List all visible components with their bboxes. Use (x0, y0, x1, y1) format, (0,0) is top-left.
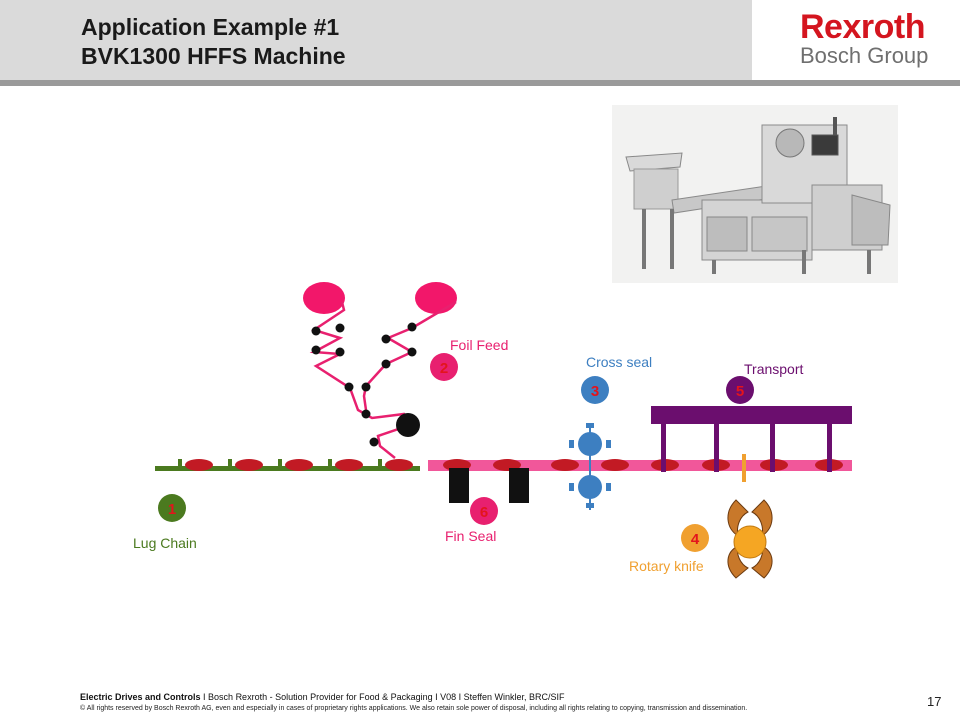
foil-feed-label: Foil Feed (450, 337, 509, 353)
transport-label: Transport (744, 361, 804, 377)
station-5-marker (726, 376, 754, 404)
page-title: Application Example #1 BVK1300 HFFS Mach… (81, 13, 346, 71)
lug-chain (155, 459, 420, 471)
footer-division: Electric Drives and Controls (80, 692, 201, 702)
footer-details: I Bosch Rexroth - Solution Provider for … (200, 692, 565, 702)
station-2-number: 2 (440, 360, 448, 377)
machine-photo (612, 105, 898, 283)
rotary-knife-label: Rotary knife (629, 558, 704, 574)
station-2-marker (430, 353, 458, 381)
page-title-line2: BVK1300 HFFS Machine (81, 43, 346, 69)
cross-seal-unit (569, 423, 611, 510)
rotary-knife (727, 454, 773, 579)
station-1-number: 1 (168, 501, 176, 518)
page-title-line1: Application Example #1 (81, 14, 340, 40)
station-3-marker (581, 376, 609, 404)
station-6-marker (470, 497, 498, 525)
foil-tube (428, 459, 852, 471)
rexroth-logo: Rexroth Bosch Group (800, 10, 940, 68)
station-1-marker (158, 494, 186, 522)
foil-feed-path (303, 282, 457, 459)
fin-seal-label: Fin Seal (445, 528, 497, 544)
station-5-number: 5 (736, 383, 744, 400)
fin-seal-blocks (449, 468, 529, 503)
logo-wordmark: Rexroth (800, 8, 925, 46)
header-band (0, 0, 752, 80)
logo-subline: Bosch Group (800, 43, 929, 68)
station-3-number: 3 (591, 383, 599, 400)
footer-copyright: © All rights reserved by Bosch Rexroth A… (80, 705, 748, 712)
footer-credits: Electric Drives and Controls I Bosch Rex… (80, 692, 565, 702)
lug-chain-label: Lug Chain (133, 535, 197, 551)
station-6-number: 6 (480, 504, 488, 521)
page-number: 17 (927, 694, 942, 709)
transport-conveyor (651, 406, 852, 472)
cross-seal-label: Cross seal (586, 354, 653, 370)
header-divider (0, 80, 960, 86)
station-4-marker (681, 524, 709, 552)
station-4-number: 4 (691, 531, 700, 548)
